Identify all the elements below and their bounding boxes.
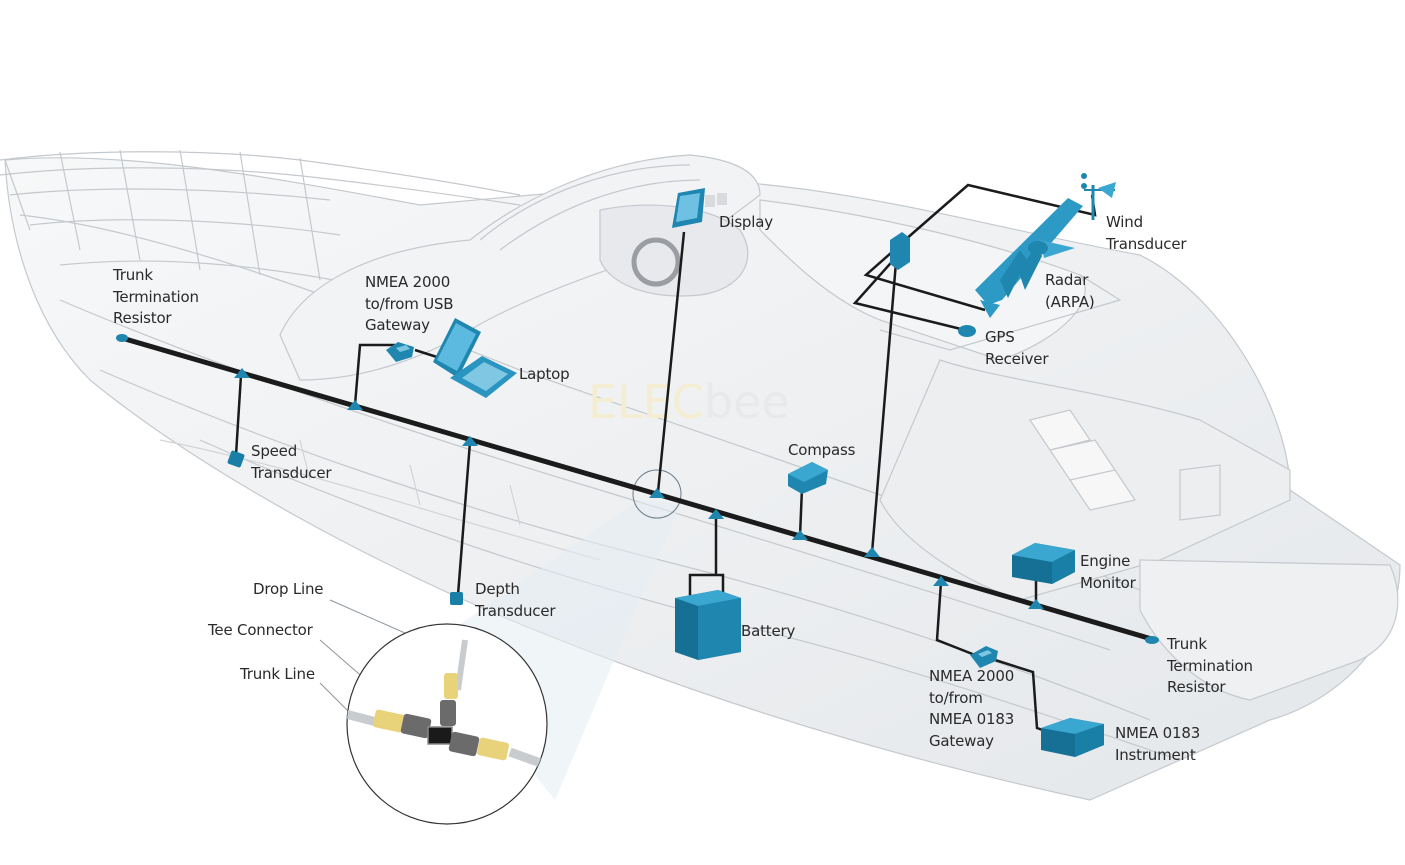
label-laptop: Laptop (519, 365, 570, 383)
hub-gps-loop (852, 254, 966, 332)
drop-depth (456, 441, 472, 596)
label-trunk-termination-right: Trunk Termination Resistor (1167, 635, 1253, 696)
tee-connectors (234, 368, 1044, 609)
terminator-right (1145, 636, 1159, 644)
boat-hull (0, 149, 1401, 801)
connector-yellow (444, 673, 458, 699)
steering-wheel (631, 237, 681, 287)
tee-detail-magnifier (346, 623, 548, 825)
tee-connector (792, 530, 808, 540)
label-engine-monitor: Engine Monitor (1080, 552, 1136, 592)
label-gps-receiver: GPS Receiver (985, 328, 1049, 368)
speed-transducer-icon (227, 450, 245, 468)
label-trunk-termination-left: Trunk Termination Resistor (113, 266, 199, 327)
label-nmea0183-instrument: NMEA 0183 Instrument (1115, 724, 1201, 764)
tee-connector (234, 368, 250, 378)
compass-icon (788, 462, 828, 494)
battery-icon (675, 590, 741, 660)
nmea0183-gateway-icon (970, 646, 998, 668)
label-tee-connector: Tee Connector (208, 621, 313, 639)
connector-gray (400, 713, 432, 739)
drop-compass (798, 487, 804, 537)
terminator-left (116, 334, 128, 342)
tee-connector (347, 400, 363, 410)
connector-yellow (373, 709, 405, 733)
label-speed-transducer: Speed Transducer (251, 442, 332, 482)
tee-connector (649, 488, 665, 498)
tee-connector (708, 509, 724, 519)
connector-gray (440, 700, 456, 726)
magnifier-beam (430, 500, 680, 800)
connector-gray (448, 731, 480, 757)
tee-connector (1028, 599, 1044, 609)
display-icon (672, 188, 727, 228)
label-nmea0183-gateway: NMEA 2000 to/from NMEA 0183 Gateway (929, 667, 1015, 750)
nmea0183-instrument-icon (1041, 718, 1104, 757)
usb-gateway-icon (386, 342, 414, 362)
label-display: Display (719, 213, 773, 231)
label-compass: Compass (788, 441, 856, 459)
hub-junction-icon (890, 232, 910, 270)
laptop-icon (433, 318, 517, 398)
label-drop-line: Drop Line (253, 580, 324, 598)
radar-icon (975, 198, 1083, 318)
label-battery: Battery (741, 622, 796, 640)
wind-transducer-icon (1081, 173, 1116, 220)
drop-display (656, 231, 686, 493)
drop-battery (688, 515, 725, 598)
label-depth-transducer: Depth Transducer (475, 580, 556, 620)
label-radar: Radar (ARPA) (1045, 271, 1095, 311)
drop-usb-gateway (353, 343, 395, 406)
drop-speed (234, 374, 243, 456)
tee-connector (864, 547, 880, 557)
label-trunk-line: Trunk Line (240, 665, 315, 683)
connector-yellow (477, 737, 509, 761)
label-usb-gateway: NMEA 2000 to/from USB Gateway (365, 273, 454, 334)
magnified-drop-cable (455, 639, 468, 691)
drop-hub (870, 261, 898, 554)
tee-body (427, 726, 453, 745)
label-wind-transducer: Wind Transducer (1106, 213, 1187, 253)
gps-receiver-icon (958, 325, 976, 337)
tee-connector (462, 436, 478, 446)
depth-transducer-icon (450, 592, 463, 605)
tee-highlight-circle (632, 469, 682, 519)
watermark: ELECbee (588, 375, 790, 429)
engine-monitor-icon (1012, 543, 1075, 584)
tee-connector (933, 576, 949, 586)
